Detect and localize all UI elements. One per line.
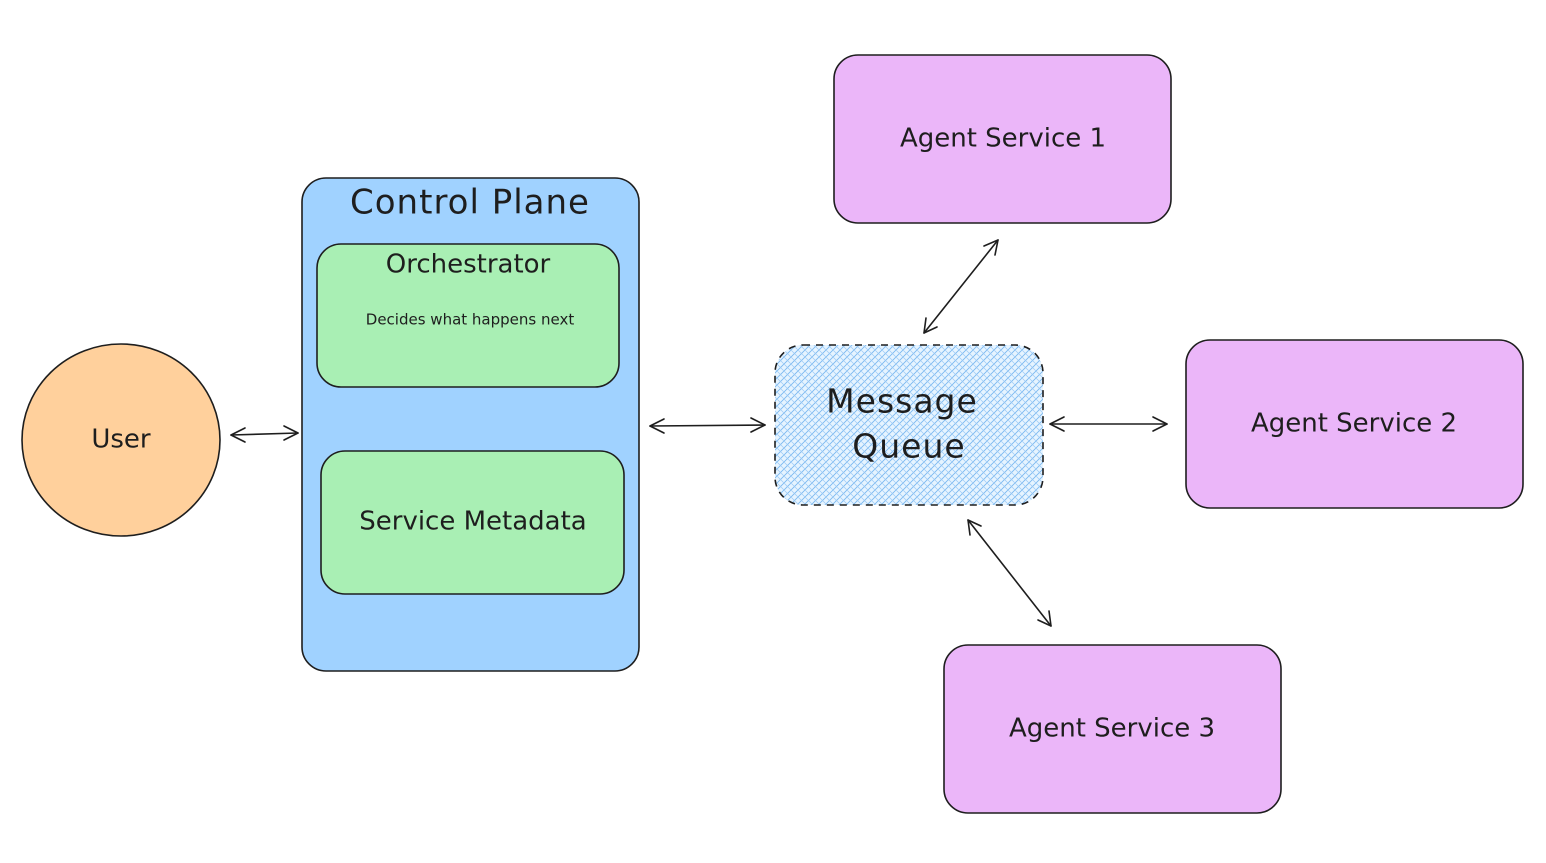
agent-service-1-box xyxy=(833,54,1172,224)
agent-service-3-label: Agent Service 3 xyxy=(1009,714,1215,744)
agent-service-3-box xyxy=(943,644,1282,814)
service-metadata-node[interactable]: Service Metadata xyxy=(320,450,625,595)
user-circle xyxy=(21,343,221,537)
arrow-message-queue-agent-service-1 xyxy=(923,239,999,334)
message-queue-label-line1: Message xyxy=(826,382,978,421)
agent-service-1-node[interactable]: Agent Service 1 xyxy=(833,54,1172,224)
user-label: User xyxy=(91,425,151,455)
arrow-message-queue-agent-service-3 xyxy=(967,519,1052,627)
service-metadata-box xyxy=(320,450,625,595)
message-queue-border xyxy=(774,344,1044,506)
arrow-control-plane-message-queue xyxy=(649,417,766,434)
agent-service-2-label: Agent Service 2 xyxy=(1251,409,1457,439)
agent-service-2-node[interactable]: Agent Service 2 xyxy=(1185,339,1524,509)
message-queue-node[interactable]: Message Queue xyxy=(774,344,1044,506)
agent-service-1-label: Agent Service 1 xyxy=(900,124,1106,154)
agent-service-3-node[interactable]: Agent Service 3 xyxy=(943,644,1282,814)
service-metadata-label: Service Metadata xyxy=(359,507,586,537)
user-node[interactable]: User xyxy=(21,343,221,537)
orchestrator-box xyxy=(316,243,620,388)
arrow-user-control-plane xyxy=(230,425,299,443)
orchestrator-node[interactable]: Orchestrator Decides what happens next xyxy=(316,243,620,388)
message-queue-hatch xyxy=(775,345,1043,505)
control-plane-label: Control Plane xyxy=(350,183,590,223)
arrow-message-queue-agent-service-2 xyxy=(1049,416,1168,432)
agent-service-2-box xyxy=(1185,339,1524,509)
message-queue-label-line2: Queue xyxy=(852,427,965,466)
orchestrator-description: Decides what happens next xyxy=(366,311,575,329)
orchestrator-label: Orchestrator xyxy=(386,250,551,280)
